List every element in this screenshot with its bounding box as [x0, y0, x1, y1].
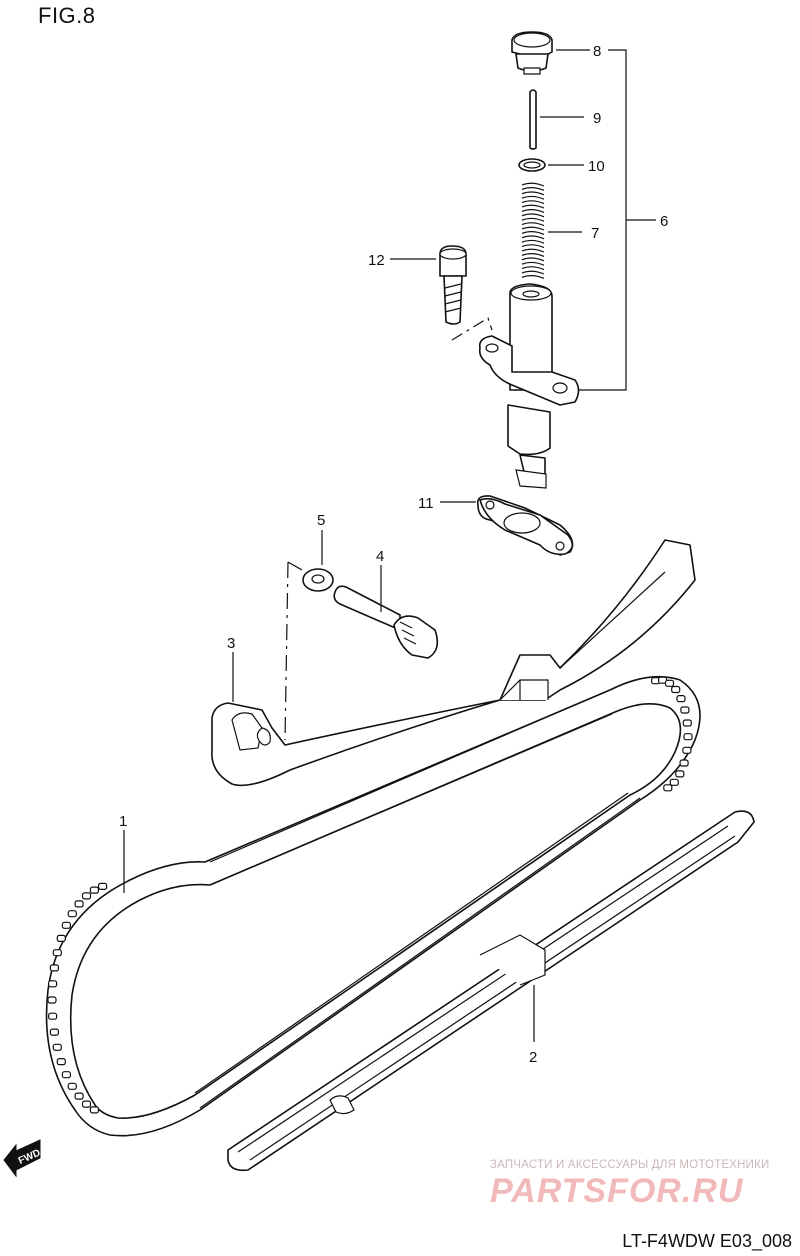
callout-11: 11 [418, 495, 434, 512]
callout-1: 1 [119, 813, 127, 830]
chain-link [61, 921, 72, 929]
tensioner-guide-part [211, 539, 696, 787]
watermark-logo: PARTSFOR.RU [490, 1172, 744, 1210]
chain-link [89, 886, 100, 894]
tensioner-body-part [478, 283, 580, 489]
chain-link [56, 1057, 66, 1066]
chain-link [49, 1028, 60, 1036]
spring-coil [521, 191, 545, 196]
chain-link [664, 679, 675, 687]
chain-link [47, 980, 58, 988]
chain-link [47, 996, 57, 1004]
o-ring-part [518, 158, 546, 172]
spring-coil [521, 239, 545, 244]
chain-link [97, 882, 108, 891]
figure-title: FIG.8 [38, 3, 96, 28]
spring-coil [521, 266, 545, 271]
spring-coil [521, 253, 545, 257]
chain-link [669, 778, 679, 786]
spring-coil [521, 222, 545, 227]
callout-4: 4 [376, 548, 384, 565]
chain-link [81, 892, 92, 900]
chain-link [675, 770, 685, 778]
spring-coil [521, 226, 545, 231]
callout-labels: 8 9 10 7 6 12 11 5 4 3 1 2 [119, 43, 668, 1066]
chain-link [81, 1100, 92, 1108]
chain-link [47, 1012, 58, 1020]
spring-coil [521, 182, 545, 187]
spring-coil [521, 217, 545, 222]
leader-lines [123, 49, 656, 1042]
fwd-arrow-icon: FWD [3, 1139, 42, 1178]
watermark-tagline: ЗАПЧАСТИ И АКСЕССУАРЫ ДЛЯ МОТОТЕХНИКИ [490, 1159, 770, 1171]
gasket-part [476, 495, 574, 556]
chain-link [74, 1092, 84, 1100]
chain-link [52, 1043, 62, 1051]
callout-5: 5 [317, 512, 325, 529]
spring-coil [521, 261, 545, 266]
chain-link [49, 964, 60, 972]
spring-coil [521, 275, 545, 279]
chain-link [74, 900, 84, 908]
chain-link [679, 759, 689, 767]
callout-8: 8 [593, 43, 601, 60]
cam-chain-part [45, 675, 701, 1137]
washer-part [302, 568, 334, 592]
callout-9: 9 [593, 110, 601, 127]
spring-coil [521, 244, 545, 249]
guide-bolt-part [333, 585, 439, 659]
callout-3: 3 [227, 635, 235, 652]
spring-coil [521, 248, 545, 253]
bolt-part [439, 245, 467, 325]
callout-12: 12 [368, 252, 385, 269]
spring-coil [521, 270, 545, 275]
spring-coil [521, 209, 545, 213]
spring-coil [521, 213, 545, 218]
cap-bolt-part [511, 31, 553, 75]
callout-2: 2 [529, 1049, 537, 1066]
spring-coil [521, 235, 545, 240]
chain-link [682, 746, 692, 754]
chain-link [663, 784, 673, 792]
spring-part [521, 182, 545, 279]
chain-link [56, 934, 66, 943]
chain-link [683, 733, 693, 741]
spring-coil [521, 195, 545, 200]
chain-link [52, 949, 62, 957]
chain-link [682, 719, 692, 727]
chain-link [676, 694, 686, 703]
spring-coil [521, 204, 545, 209]
spring-coil [521, 200, 545, 205]
chain-link [89, 1106, 100, 1114]
chain-link [67, 1082, 77, 1090]
spring-coil [521, 257, 545, 262]
chain-link [671, 685, 681, 694]
pushrod-part [529, 89, 537, 150]
chain-link [61, 1071, 72, 1079]
callout-10: 10 [588, 158, 605, 175]
chain-link [67, 910, 77, 918]
callout-6: 6 [660, 213, 668, 230]
figure-code: LT-F4WDW E03_008 [622, 1231, 792, 1251]
cam-chain-links [47, 676, 693, 1114]
chain-link [680, 706, 690, 714]
spring-coil [521, 187, 545, 191]
callout-7: 7 [591, 225, 599, 242]
spring-coil [521, 231, 545, 235]
chain-guide-part [227, 810, 755, 1172]
